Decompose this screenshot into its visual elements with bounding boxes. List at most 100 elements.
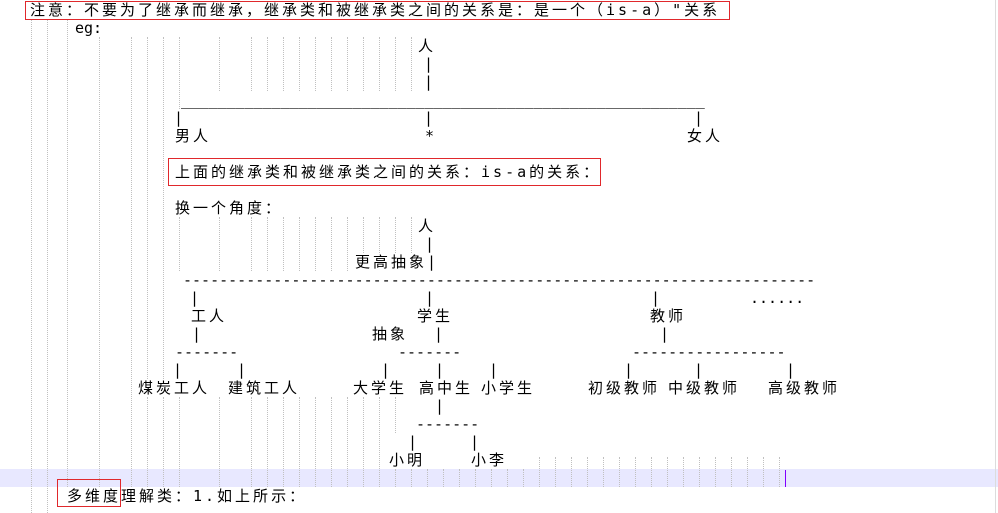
indent-guide — [411, 217, 412, 253]
tree1-child-connector: | — [424, 109, 434, 127]
tree2-leaf-connector: | — [624, 361, 634, 379]
tree2-category-connector: | — [425, 289, 435, 307]
tree2-leaf-senior-teacher: 高级教师 — [768, 379, 841, 397]
tree2-teachers-branch-line: ----------------- — [632, 343, 786, 361]
note-text: 注意：不要为了继承而继承，继承类和被继承类之间的关系是：是一个（is-a）"关系 — [30, 1, 721, 19]
editor-edge-line — [995, 0, 996, 513]
tree2-leaf-connector: | — [694, 361, 704, 379]
indent-guide — [219, 37, 220, 91]
tree2-leaf-intermediate-teacher: 中级教师 — [668, 379, 741, 397]
indent-guide — [395, 37, 396, 91]
indent-guide — [267, 217, 268, 271]
indent-guide — [147, 397, 148, 487]
tree2-workers-branch-line: ------- — [175, 343, 239, 361]
indent-guide — [443, 469, 444, 487]
indent-guide — [267, 397, 268, 487]
indent-guide — [219, 397, 220, 487]
tree2-category-workers: 工人 — [191, 307, 228, 325]
tree2-higher-abstraction-label: 更高抽象| — [355, 253, 440, 271]
annotation-box-summary — [168, 158, 601, 186]
indent-guide — [347, 37, 348, 91]
tree2-category-teachers: 教师 — [650, 307, 687, 325]
indent-guide — [395, 469, 396, 487]
tree2-category-students: 学生 — [417, 307, 454, 325]
indent-guide — [459, 469, 460, 487]
annotation-box-note — [25, 1, 730, 20]
indent-guide — [763, 457, 764, 487]
indent-guide — [731, 457, 732, 487]
indent-guide — [299, 217, 300, 271]
indent-guide — [179, 37, 180, 109]
tree2-student-xiaoli: 小李 — [471, 451, 508, 469]
indent-guide — [47, 19, 48, 513]
tree2-subtree-connector: | — [434, 325, 444, 343]
indent-guide — [299, 37, 300, 91]
tree1-child-connector: | — [174, 109, 184, 127]
tree1-child-male: 男人 — [175, 127, 212, 145]
example-label: eg: — [75, 19, 103, 37]
tree2-student-connector: | — [470, 433, 480, 451]
tree2-category-connector: | — [190, 289, 200, 307]
tree2-leaf-university-student: 大学生 — [353, 379, 408, 397]
indent-guide — [283, 37, 284, 91]
tree1-child-star: * — [425, 127, 435, 145]
indent-guide — [251, 217, 252, 271]
indent-guide — [299, 397, 300, 487]
indent-guide — [507, 469, 508, 487]
tree2-leaf-connector: | — [381, 361, 391, 379]
indent-guide — [219, 217, 220, 271]
tree2-students-branch-line: ------- — [398, 343, 462, 361]
indent-guide — [331, 397, 332, 487]
tree2-leaf-construction-worker: 建筑工人 — [228, 379, 301, 397]
indent-guide — [179, 397, 180, 487]
indent-guide — [603, 457, 604, 487]
indent-guide — [427, 469, 428, 487]
indent-guide — [699, 457, 700, 487]
indent-guide — [283, 217, 284, 271]
indent-guide — [251, 37, 252, 91]
tree2-abstraction-label: 抽象 — [372, 325, 409, 343]
tree2-leaf-connector: | — [786, 361, 796, 379]
tree2-leaf-coal-worker: 煤炭工人 — [138, 379, 211, 397]
tree2-subtree-connector: | — [192, 325, 202, 343]
indent-guide — [163, 37, 164, 379]
indent-guide — [283, 397, 284, 487]
indent-guide — [315, 37, 316, 91]
tree1-summary: 上面的继承类和被继承类之间的关系：is-a的关系： — [175, 163, 602, 181]
tree2-leaf-primary-student: 小学生 — [481, 379, 536, 397]
tree2-leaf-high-school-student: 高中生 — [419, 379, 474, 397]
tree1-connector: | — [424, 55, 434, 73]
indent-guide — [379, 37, 380, 91]
tree1-connector: | — [424, 73, 434, 91]
tree2-leaf-connector: | — [489, 361, 499, 379]
tree1-child-female: 女人 — [687, 127, 724, 145]
indent-guide — [523, 469, 524, 487]
annotation-box-footer — [57, 479, 121, 507]
indent-guide — [179, 217, 180, 271]
indent-guide — [251, 397, 252, 487]
indent-guide — [395, 217, 396, 253]
tree1-branch-line: ________________________________________… — [181, 91, 705, 109]
text-caret — [785, 470, 786, 487]
indent-guide — [667, 457, 668, 487]
tree2-connector: | — [425, 235, 435, 253]
tree2-student-xiaoming: 小明 — [389, 451, 426, 469]
tree2-leaf-connector: | — [435, 361, 445, 379]
indent-guide — [347, 217, 348, 271]
indent-guide — [331, 37, 332, 91]
indent-guide — [347, 397, 348, 487]
tree2-leaf-connector: | — [173, 361, 183, 379]
tree2-leaf-junior-teacher: 初级教师 — [588, 379, 661, 397]
indent-guide — [267, 37, 268, 91]
indent-guide — [331, 217, 332, 271]
current-line-highlight — [0, 469, 998, 487]
indent-guide — [131, 37, 132, 487]
indent-guide — [363, 397, 364, 487]
indent-guide — [651, 457, 652, 487]
indent-guide — [747, 457, 748, 487]
indent-guide — [315, 217, 316, 271]
tree2-category-connector: | — [651, 289, 661, 307]
indent-guide — [99, 37, 100, 487]
